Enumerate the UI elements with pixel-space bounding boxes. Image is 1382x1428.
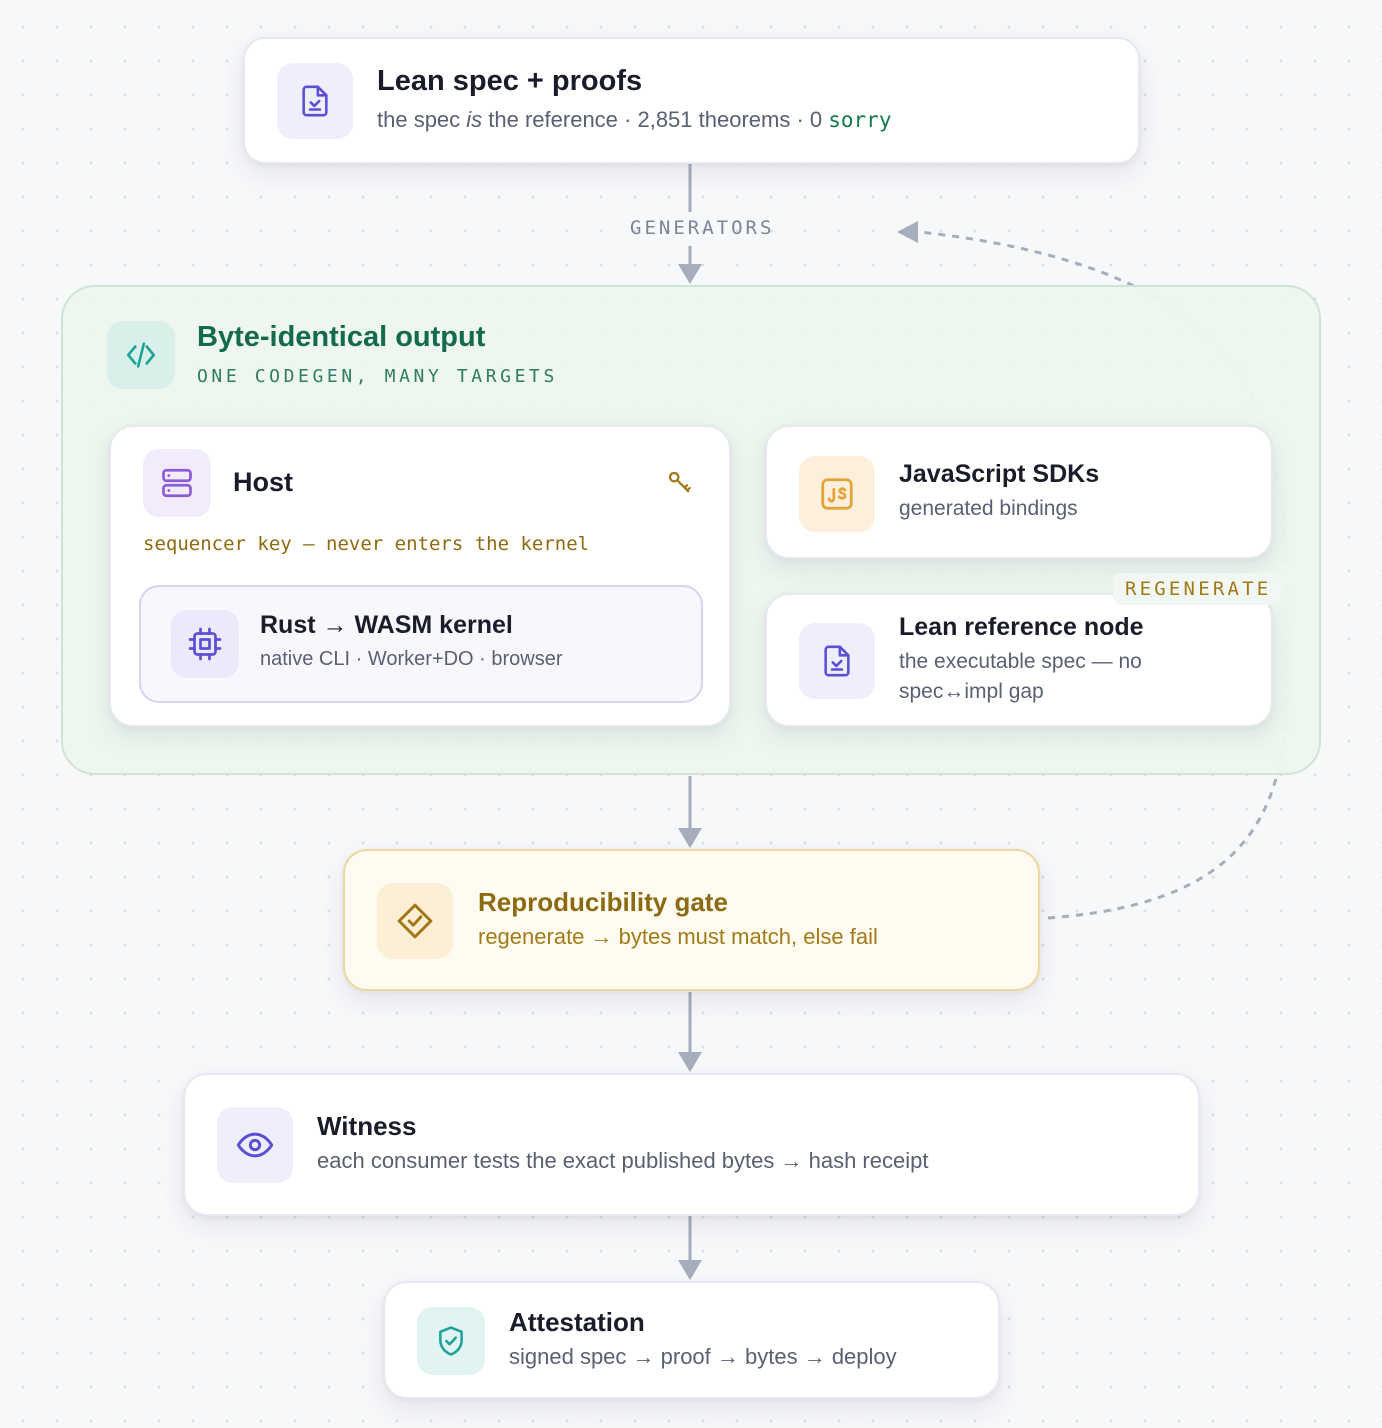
cpu-icon xyxy=(171,610,239,678)
subtitle-emphasis: is xyxy=(466,107,483,132)
file-check-icon xyxy=(277,63,353,139)
node-subtitle: generated bindings xyxy=(899,497,1078,520)
file-check-icon xyxy=(799,623,875,699)
code-icon xyxy=(107,321,175,389)
node-title: Rust → WASM kernel xyxy=(260,611,513,639)
node-attestation[interactable]: Attestation signed spec → proof → bytes … xyxy=(383,1281,1000,1399)
node-host[interactable]: Host sequencer key — never enters the ke… xyxy=(109,425,731,727)
js-icon xyxy=(799,456,875,532)
key-icon xyxy=(666,469,694,497)
node-subtitle-line1: the executable spec — no xyxy=(899,650,1142,673)
host-note: sequencer key — never enters the kernel xyxy=(143,533,590,555)
node-subtitle-line2: spec↔impl gap xyxy=(899,680,1044,703)
diamond-check-icon xyxy=(377,883,453,959)
node-title: Lean reference node xyxy=(899,613,1144,641)
node-title: Witness xyxy=(317,1111,417,1141)
eye-icon xyxy=(217,1107,293,1183)
node-witness[interactable]: Witness each consumer tests the exact pu… xyxy=(183,1073,1200,1216)
node-lean-reference[interactable]: Lean reference node the executable spec … xyxy=(765,593,1273,727)
node-reproducibility-gate[interactable]: Reproducibility gate regenerate → bytes … xyxy=(343,849,1040,991)
shield-check-icon xyxy=(417,1307,485,1375)
node-javascript-sdks[interactable]: JavaScript SDKs generated bindings xyxy=(765,425,1273,559)
arrowhead-regenerate xyxy=(897,221,918,243)
node-title: Reproducibility gate xyxy=(478,887,728,917)
group-subtitle: ONE CODEGEN, MANY TARGETS xyxy=(197,366,558,387)
node-title: JavaScript SDKs xyxy=(899,460,1100,488)
node-subtitle: each consumer tests the exact published … xyxy=(317,1148,929,1173)
server-icon xyxy=(143,449,211,517)
arrowhead-witness xyxy=(678,1052,702,1072)
node-lean-spec[interactable]: Lean spec + proofs the spec is the refer… xyxy=(243,37,1140,164)
node-subtitle: the spec is the reference · 2,851 theore… xyxy=(377,107,891,133)
node-title: Attestation xyxy=(509,1307,645,1337)
node-title: Lean spec + proofs xyxy=(377,65,643,97)
node-subtitle: regenerate → bytes must match, else fail xyxy=(478,924,878,949)
subtitle-part: the spec xyxy=(377,107,467,132)
edge-label-regenerate: REGENERATE xyxy=(1113,573,1282,605)
arrowhead-gate xyxy=(678,828,702,848)
node-title: Host xyxy=(233,467,293,497)
node-subtitle: signed spec → proof → bytes → deploy xyxy=(509,1344,897,1369)
sorry-code: sorry xyxy=(828,108,892,132)
node-subtitle: native CLI · Worker+DO · browser xyxy=(260,648,563,670)
node-rust-wasm-kernel[interactable]: Rust → WASM kernel native CLI · Worker+D… xyxy=(139,585,703,703)
subtitle-part: the reference · 2,851 theorems · 0 xyxy=(482,107,829,132)
arrowhead-generators xyxy=(678,264,702,284)
arrowhead-attestation xyxy=(678,1260,702,1280)
group-title: Byte-identical output xyxy=(197,321,486,353)
edge-label-generators: GENERATORS xyxy=(630,217,775,239)
